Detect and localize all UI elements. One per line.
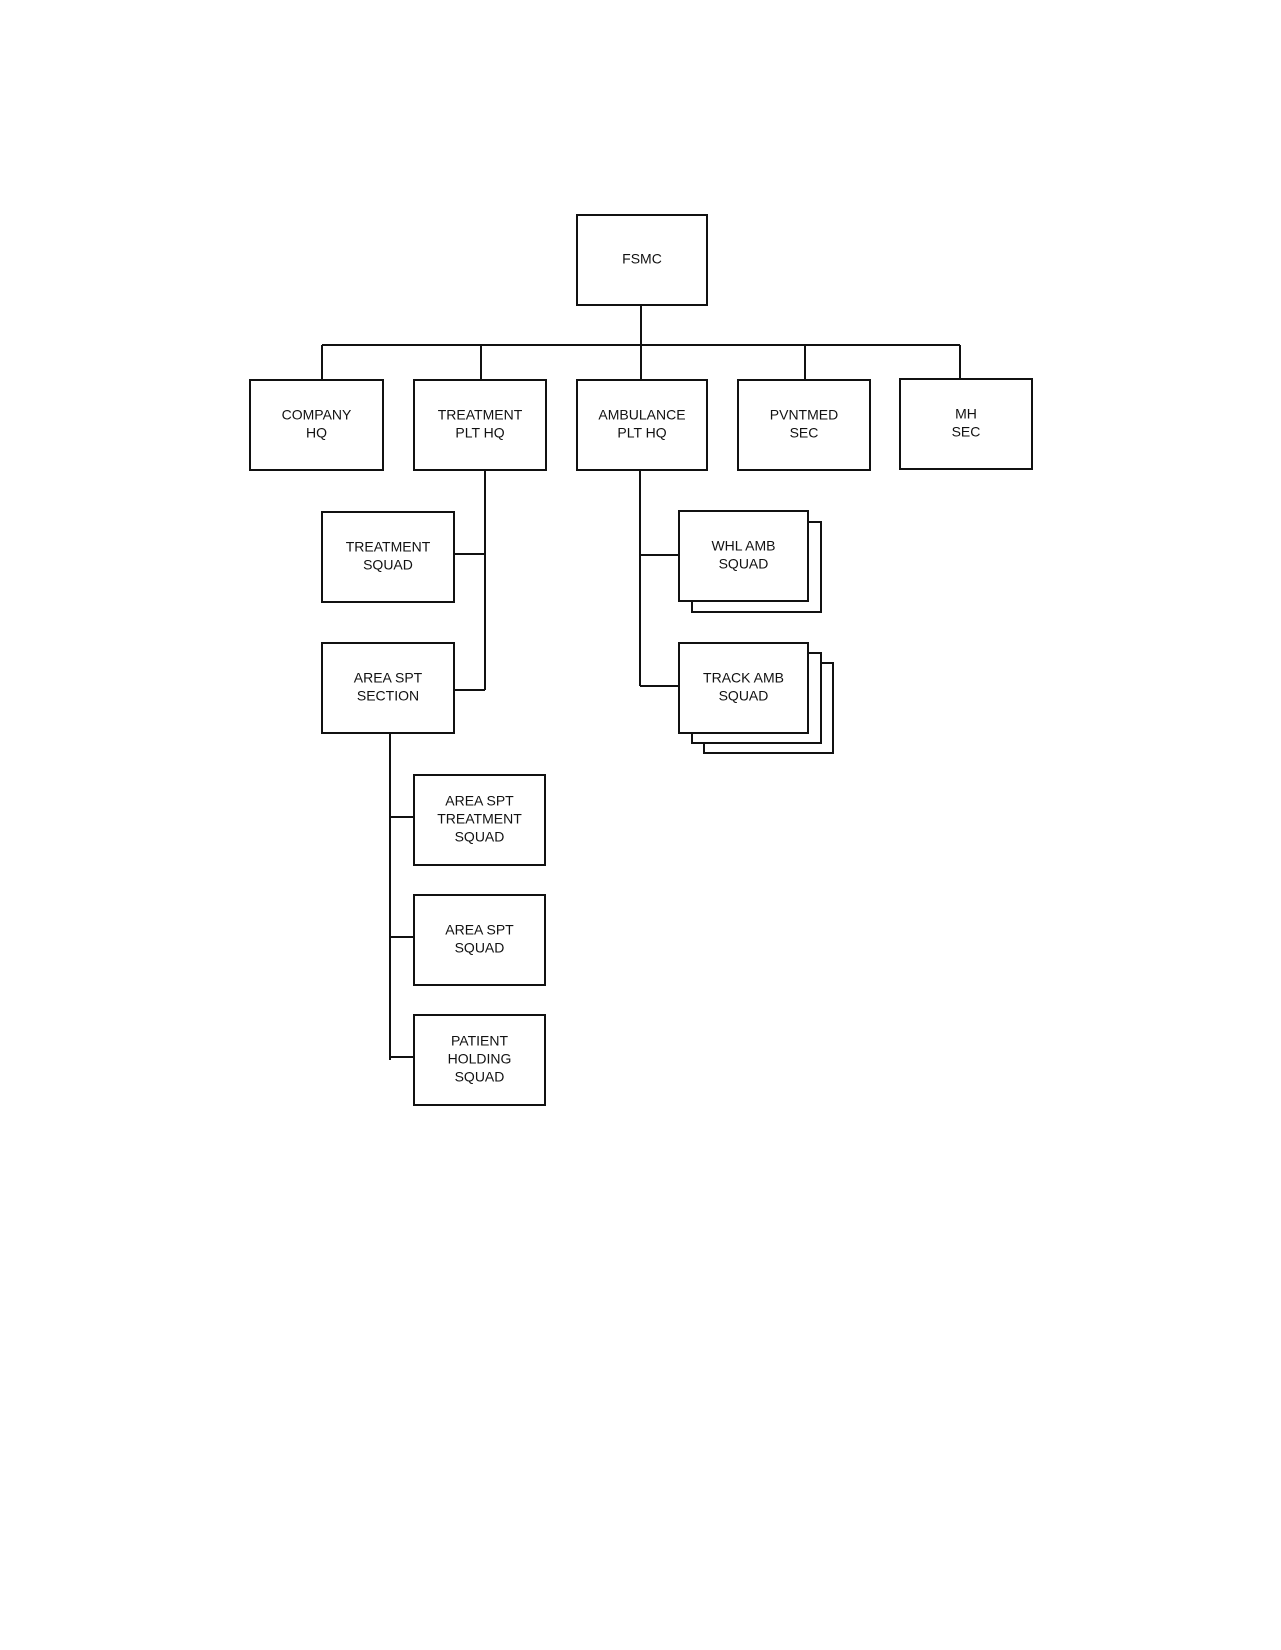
area-spt-section-box-label-line: AREA SPT (354, 670, 423, 686)
company-hq-box: COMPANY HQ (249, 379, 384, 471)
ambulance-plt-hq-box-label-line: PLT HQ (617, 425, 666, 441)
patient-holding-squad-box-label-line: PATIENT (451, 1033, 508, 1049)
ambulance-plt-hq-box-label-line: AMBULANCE (598, 407, 685, 423)
track-amb-squad-box-label-line: TRACK AMB (703, 670, 784, 686)
area-spt-squad-box-label-line: SQUAD (455, 940, 505, 956)
mh-sec-box: MH SEC (899, 378, 1033, 470)
company-hq-box-frame (249, 379, 384, 471)
pvntmed-sec-box-label-line: SEC (790, 425, 819, 441)
treatment-plt-hq-box-label-line: PLT HQ (455, 425, 504, 441)
pvntmed-sec-box-label-line: PVNTMED (770, 407, 838, 423)
area-spt-section-box-label-line: SECTION (357, 688, 419, 704)
patient-holding-squad-box: PATIENT HOLDING SQUAD (413, 1014, 546, 1106)
treatment-plt-hq-box-label-line: TREATMENT (438, 407, 523, 423)
mh-sec-box-label-line: MH (955, 406, 977, 422)
pvntmed-sec-box-frame (737, 379, 871, 471)
area-spt-section-box-frame (321, 642, 455, 734)
whl-amb-squad-box: WHL AMB SQUAD (678, 510, 809, 602)
company-hq-box-label-line: COMPANY (282, 407, 352, 423)
fsmc-box-frame (576, 214, 708, 306)
treatment-squad-box: TREATMENT SQUAD (321, 511, 455, 603)
patient-holding-squad-box-frame (413, 1014, 546, 1106)
pvntmed-sec-box: PVNTMED SEC (737, 379, 871, 471)
whl-amb-squad-box-label-line: SQUAD (719, 556, 769, 572)
area-spt-section-box: AREA SPT SECTION (321, 642, 455, 734)
track-amb-squad-box-label-line: SQUAD (719, 688, 769, 704)
ambulance-plt-hq-box: AMBULANCE PLT HQ (576, 379, 708, 471)
treatment-squad-box-label-line: SQUAD (363, 557, 413, 573)
treatment-squad-box-label-line: TREATMENT (346, 539, 431, 555)
fsmc-box-label-line: FSMC (622, 251, 662, 267)
treatment-plt-hq-box: TREATMENT PLT HQ (413, 379, 547, 471)
patient-holding-squad-box-label-line: HOLDING (448, 1051, 512, 1067)
area-spt-treatment-squad-box-label-line: AREA SPT (445, 793, 514, 809)
area-spt-treatment-squad-box-label-line: SQUAD (455, 829, 505, 845)
area-spt-squad-box-label-line: AREA SPT (445, 922, 514, 938)
whl-amb-squad-box-frame (678, 510, 809, 602)
track-amb-squad-box: TRACK AMB SQUAD (678, 642, 809, 734)
area-spt-squad-box: AREA SPT SQUAD (413, 894, 546, 986)
company-hq-box-label-line: HQ (306, 425, 327, 441)
treatment-plt-hq-box-frame (413, 379, 547, 471)
ambulance-plt-hq-box-frame (576, 379, 708, 471)
whl-amb-squad-box-label-line: WHL AMB (711, 538, 775, 554)
area-spt-squad-box-frame (413, 894, 546, 986)
patient-holding-squad-box-label-line: SQUAD (455, 1069, 505, 1085)
fsmc-box: FSMC (576, 214, 708, 306)
area-spt-treatment-squad-box-label-line: TREATMENT (437, 811, 522, 827)
mh-sec-box-frame (899, 378, 1033, 470)
area-spt-treatment-squad-box: AREA SPT TREATMENT SQUAD (413, 774, 546, 866)
mh-sec-box-label-line: SEC (952, 424, 981, 440)
area-spt-treatment-squad-box-frame (413, 774, 546, 866)
treatment-squad-box-frame (321, 511, 455, 603)
track-amb-squad-box-frame (678, 642, 809, 734)
